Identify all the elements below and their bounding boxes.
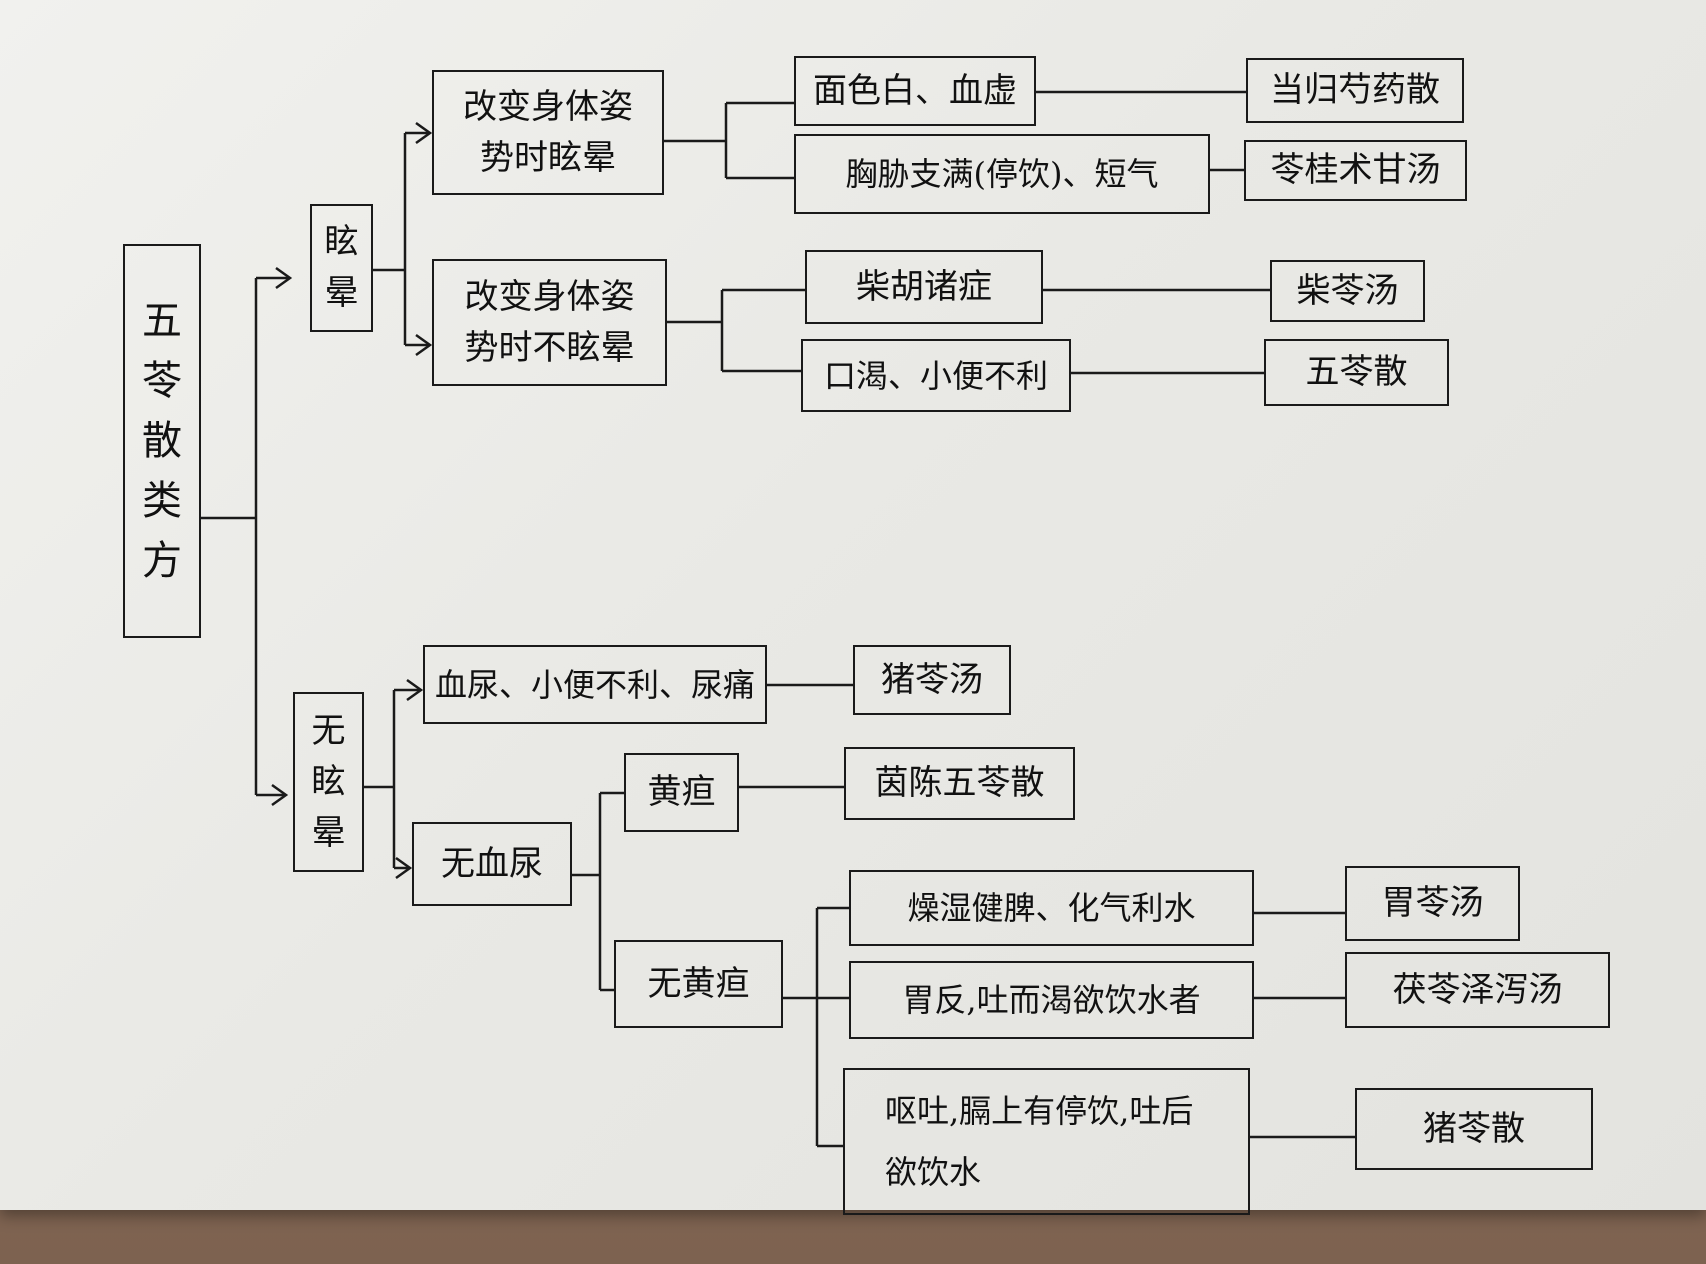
condition-node: 口渴、小便不利 bbox=[801, 339, 1071, 412]
condition-label: 血尿、小便不利、尿痛 bbox=[434, 665, 755, 704]
formula-label: 猪苓散 bbox=[1423, 1108, 1525, 1149]
posture-dizzy-node: 改变身体姿势时眩晕 bbox=[432, 70, 664, 195]
arrow-head bbox=[406, 678, 424, 702]
dizzy-label: 眩晕 bbox=[324, 222, 359, 313]
condition-node: 燥湿健脾、化气利水 bbox=[849, 870, 1254, 946]
paper-sheet bbox=[0, 0, 1706, 1210]
formula-node: 茯苓泽泻汤 bbox=[1345, 952, 1610, 1028]
arrow-head bbox=[415, 333, 433, 357]
no-jaundice-node: 无黄疸 bbox=[614, 940, 783, 1028]
condition-node: 面色白、血虚 bbox=[794, 56, 1036, 126]
posture-nodizzy-node: 改变身体姿势时不眩晕 bbox=[432, 259, 667, 386]
arrow-head bbox=[395, 856, 413, 880]
formula-node: 胃苓汤 bbox=[1345, 866, 1520, 941]
formula-label: 猪苓汤 bbox=[881, 659, 983, 700]
formula-label: 茵陈五苓散 bbox=[874, 763, 1045, 803]
formula-node: 五苓散 bbox=[1264, 339, 1449, 406]
arrow-head bbox=[415, 121, 433, 145]
condition-label: 燥湿健脾、化气利水 bbox=[907, 889, 1196, 927]
no-dizzy-node: 无眩晕 bbox=[293, 692, 364, 872]
formula-label: 茯苓泽泻汤 bbox=[1392, 969, 1563, 1010]
dizzy-node: 眩晕 bbox=[310, 204, 373, 332]
jaundice-node: 黄疸 bbox=[624, 753, 739, 832]
formula-node: 猪苓散 bbox=[1355, 1088, 1593, 1170]
condition-label: 胸胁支满(停饮)、短气 bbox=[845, 155, 1159, 193]
condition-label: 呕吐,膈上有停饮,吐后欲饮水 bbox=[885, 1091, 1194, 1191]
formula-label: 柴苓汤 bbox=[1296, 270, 1399, 311]
condition-node: 呕吐,膈上有停饮,吐后欲饮水 bbox=[843, 1068, 1250, 1215]
formula-label: 苓桂术甘汤 bbox=[1270, 150, 1441, 190]
formula-label: 胃苓汤 bbox=[1381, 883, 1484, 923]
condition-label: 口渴、小便不利 bbox=[823, 356, 1048, 395]
no-dizzy-label: 无眩晕 bbox=[311, 710, 346, 853]
no-blood-node: 无血尿 bbox=[412, 822, 572, 906]
formula-node: 茵陈五苓散 bbox=[844, 747, 1075, 820]
jaundice-label: 黄疸 bbox=[647, 772, 716, 812]
arrow-head bbox=[271, 783, 289, 807]
posture-dizzy-label: 改变身体姿势时眩晕 bbox=[463, 86, 633, 178]
formula-node: 当归芍药散 bbox=[1246, 58, 1464, 123]
condition-label: 柴胡诸症 bbox=[856, 266, 992, 307]
root-node: 五苓散类方 bbox=[123, 244, 201, 638]
formula-node: 柴苓汤 bbox=[1270, 260, 1425, 322]
condition-label: 胃反,吐而渴欲饮水者 bbox=[902, 981, 1201, 1019]
formula-label: 当归芍药散 bbox=[1270, 70, 1440, 110]
condition-node: 胸胁支满(停饮)、短气 bbox=[794, 134, 1210, 214]
no-jaundice-label: 无黄疸 bbox=[647, 963, 750, 1004]
condition-label: 面色白、血虚 bbox=[813, 70, 1017, 111]
condition-node: 柴胡诸症 bbox=[805, 250, 1043, 324]
condition-node: 血尿、小便不利、尿痛 bbox=[423, 645, 767, 724]
condition-node: 胃反,吐而渴欲饮水者 bbox=[849, 961, 1254, 1039]
formula-node: 苓桂术甘汤 bbox=[1244, 140, 1467, 201]
root-label: 五苓散类方 bbox=[142, 298, 182, 584]
posture-nodizzy-label: 改变身体姿势时不眩晕 bbox=[464, 276, 635, 368]
formula-node: 猪苓汤 bbox=[853, 645, 1011, 715]
arrow-head bbox=[275, 266, 293, 290]
formula-label: 五苓散 bbox=[1305, 352, 1408, 392]
no-blood-label: 无血尿 bbox=[441, 843, 543, 884]
